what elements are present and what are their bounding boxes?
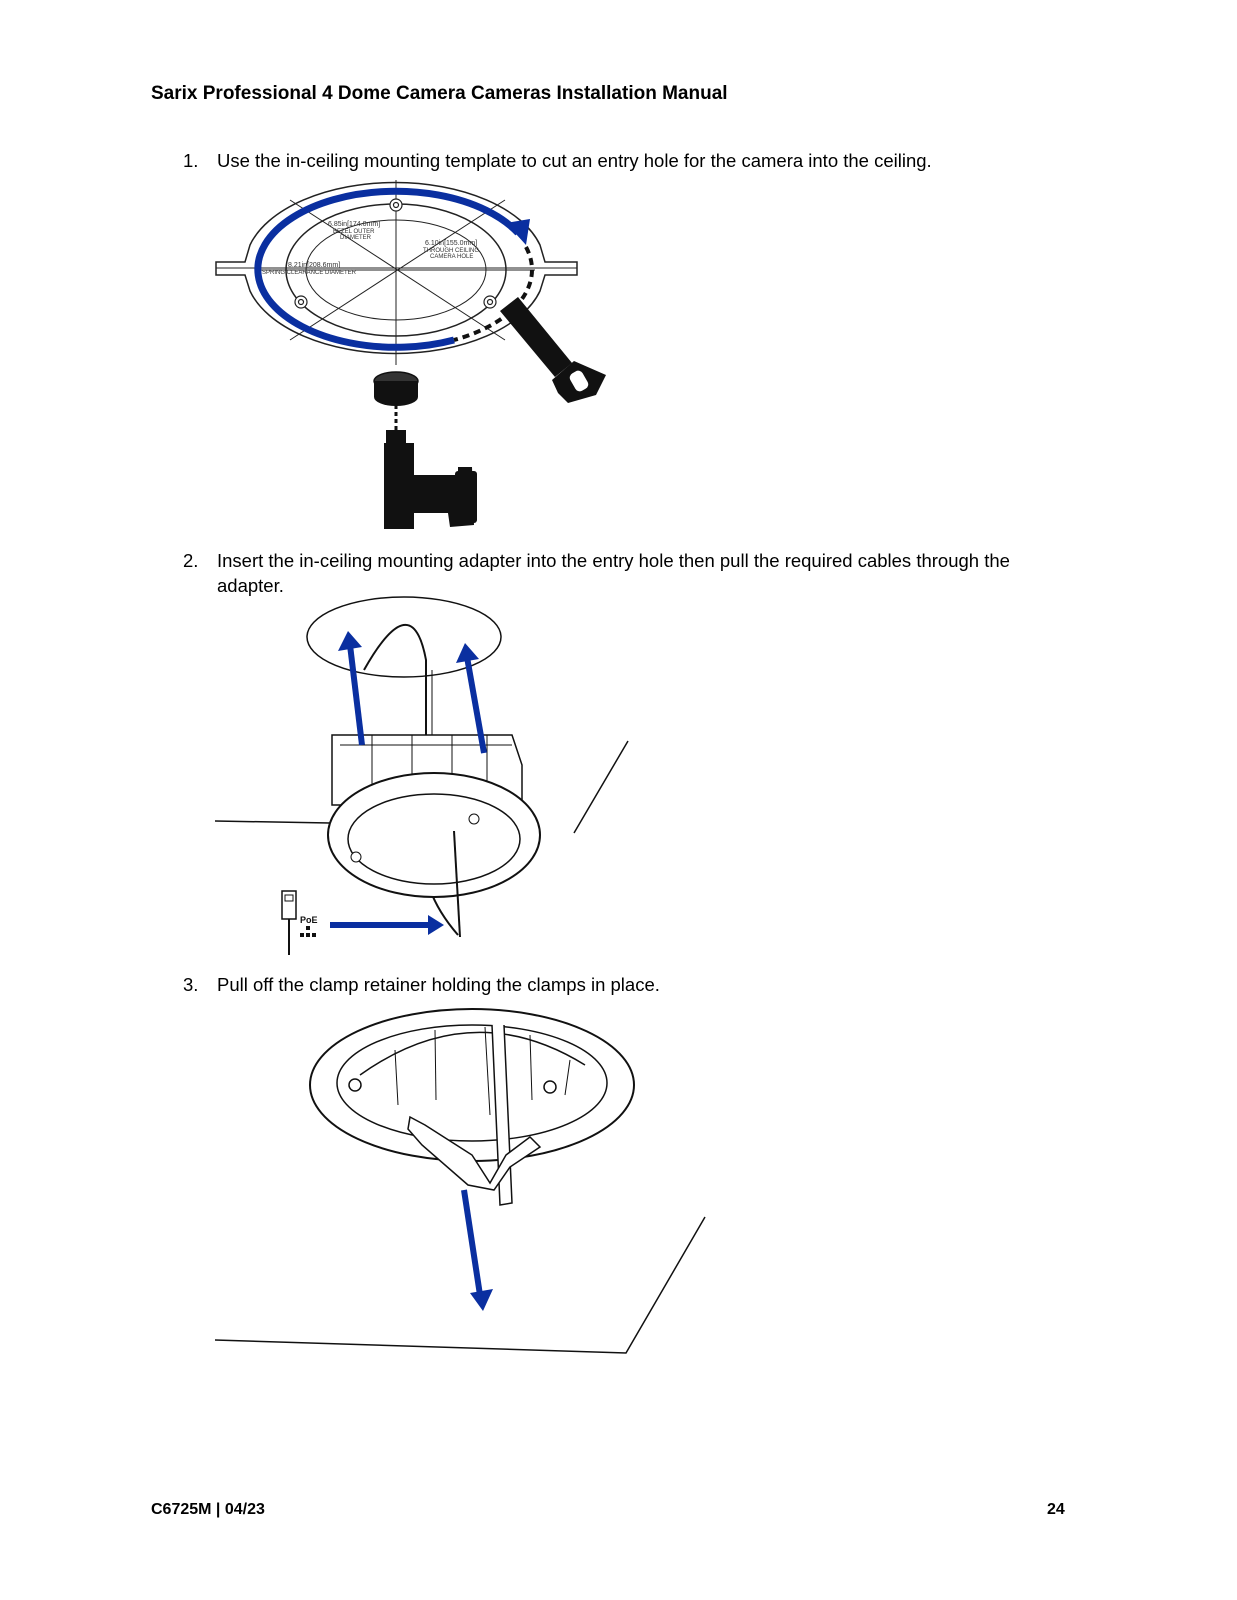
label-hole-1: 6.10in[155.0mm]: [425, 240, 477, 247]
label-bezel-2: BEZEL OUTER: [333, 229, 375, 235]
cut-arrow-head: [506, 219, 530, 245]
ceiling-hole-top: [306, 596, 502, 678]
label-bezel-3: DIAMETER: [340, 235, 372, 241]
pull-arrow-left: [338, 631, 362, 651]
ethernet-connector-icon: [281, 890, 297, 955]
saw-blade: [500, 297, 572, 377]
cut-path-dashed: [453, 246, 534, 342]
step-3-number: 3.: [183, 974, 199, 995]
footer-page-number: 24: [1047, 1501, 1065, 1518]
step-3-text: Pull off the clamp retainer holding the …: [217, 974, 660, 995]
page-header-title: Sarix Professional 4 Dome Camera Cameras…: [151, 83, 728, 104]
label-hole-3: CAMERA HOLE: [430, 254, 473, 260]
step-2-text: Insert the in-ceiling mounting adapter i…: [217, 550, 1010, 596]
network-icon: [300, 926, 316, 937]
label-spring-2: SPRING CLEARANCE DIAMETER: [262, 270, 357, 276]
footer-doc-code: C6725M | 04/23: [151, 1501, 265, 1518]
step-2-number: 2.: [183, 550, 199, 571]
figure-remove-clamp-retainer: [214, 1008, 706, 1354]
figure-cut-entry-hole: 6.85in[174.0mm] BEZEL OUTER DIAMETER 6.1…: [215, 180, 606, 529]
label-hole-2: THROUGH CEILING: [423, 248, 479, 254]
pull-down-arrow: [470, 1289, 493, 1311]
label-bezel-1: 6.85in[174.0mm]: [328, 221, 380, 228]
step-1-number: 1.: [183, 150, 199, 171]
clamp-retainer: [407, 1115, 542, 1191]
power-drill-icon: [384, 430, 477, 529]
cable-feed-arrow: [428, 915, 444, 935]
poe-label: PoE: [300, 915, 318, 925]
bezel-ring-inner: [336, 1024, 608, 1142]
cut-direction-arrow: [254, 187, 521, 351]
figure-insert-adapter: PoE: [214, 596, 629, 955]
label-spring-1: 8.21in[208.6mm]: [288, 262, 340, 269]
pull-arrow-right: [456, 643, 479, 663]
step-1-text: Use the in-ceiling mounting template to …: [217, 150, 932, 171]
